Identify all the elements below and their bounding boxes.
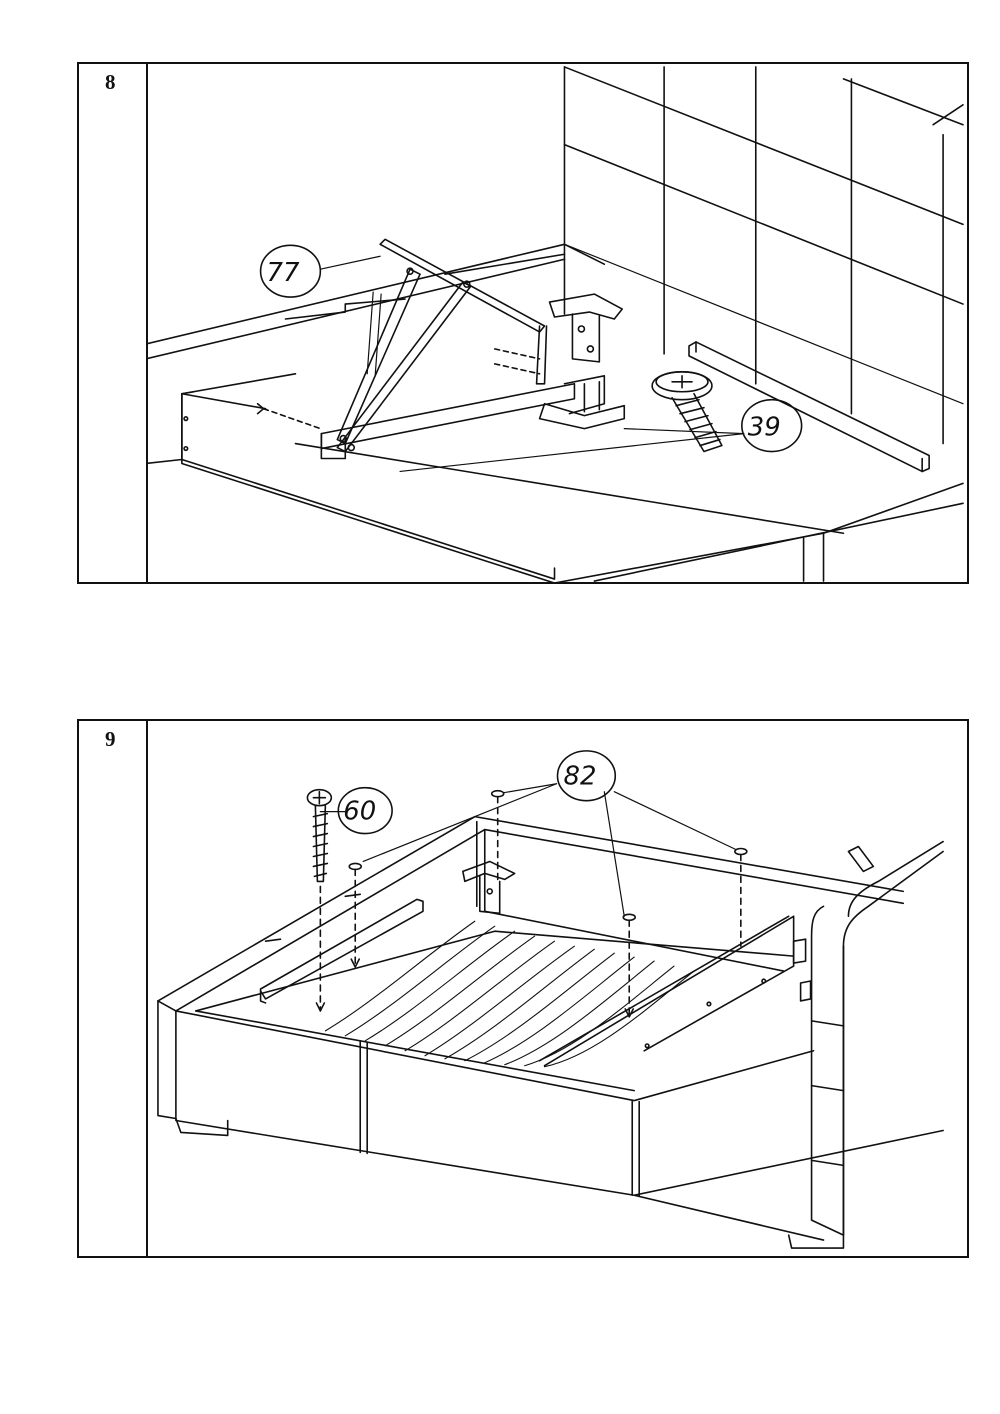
headboard-panels [563, 66, 964, 445]
callout-39-label: 39 [748, 413, 781, 443]
step-number-column: 8 [79, 64, 148, 582]
callout-39: 39 [741, 398, 803, 453]
step-9-drawing: 60 82 [146, 721, 967, 1256]
callout-60-label: 60 [343, 797, 376, 827]
step-number: 9 [105, 727, 116, 751]
step-8-illustration: 77 39 [146, 66, 964, 582]
step-8-panel: 8 [77, 62, 969, 584]
step-9-illustration: 60 82 [157, 750, 944, 1249]
step-number-column: 9 [79, 721, 148, 1256]
screw [306, 788, 333, 1012]
wooden-slat [259, 898, 424, 1004]
callout-60: 60 [337, 786, 393, 835]
leader-lines [319, 783, 737, 917]
dowels [348, 789, 748, 1018]
end-board [181, 348, 556, 580]
leader-lines [319, 255, 745, 473]
side-panel [792, 840, 944, 1236]
callout-82: 82 [556, 750, 617, 802]
step-9-panel: 9 [77, 719, 969, 1258]
bolt [651, 371, 723, 453]
callout-82-label: 82 [563, 762, 596, 792]
step-8-drawing: 77 39 [146, 64, 967, 582]
curved-slats [324, 920, 695, 1068]
corner-bracket [548, 293, 624, 363]
inner-rails [195, 910, 795, 1092]
step-number: 8 [105, 70, 116, 94]
callout-77-label: 77 [267, 258, 300, 288]
bed-frame [157, 815, 944, 1249]
lift-mechanism [320, 238, 626, 460]
wooden-slat [688, 341, 930, 473]
callout-77: 77 [259, 244, 322, 298]
corner-bracket [462, 860, 516, 915]
